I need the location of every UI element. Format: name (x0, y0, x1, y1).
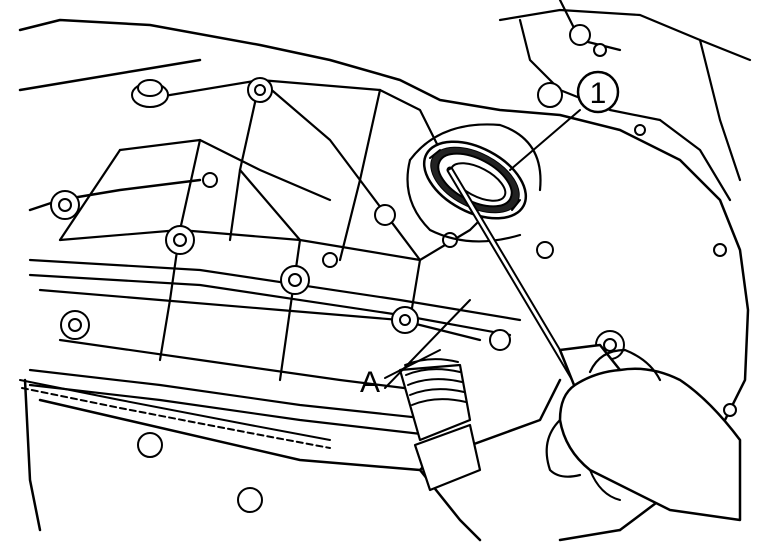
bolt-small-4 (536, 241, 554, 259)
leader-line-a-2 (384, 299, 471, 389)
leader-line-1 (509, 109, 581, 171)
bolt-heads (50, 24, 737, 513)
bolt-left-2 (165, 225, 195, 255)
bolt-left-1 (50, 190, 80, 220)
callout-a: A (360, 366, 380, 399)
bolt-right-1 (489, 329, 511, 351)
callout-1-label: 1 (590, 77, 607, 110)
bolt-small-8 (713, 243, 727, 257)
bolt-mid-1 (280, 265, 310, 295)
case-ribs (38, 78, 502, 392)
bolt-top-left (131, 79, 169, 108)
upper-housing (498, 0, 752, 202)
hand (545, 348, 742, 522)
bolt-small-2 (322, 252, 338, 268)
bolt-small-3 (374, 204, 396, 226)
bolt-small-6 (634, 124, 646, 136)
bolt-top-mid (247, 77, 273, 103)
leader-lines (384, 109, 581, 389)
bolt-top-far (569, 24, 607, 57)
bolt-mid-2 (391, 306, 419, 334)
bolt-top-right (537, 82, 563, 108)
callout-1: 1 (576, 70, 620, 114)
bolt-bottom-1 (137, 432, 163, 458)
gasket-edge (19, 379, 331, 449)
bolt-small-7 (723, 403, 737, 417)
bolt-small-1 (202, 172, 218, 188)
oil-seal (422, 140, 528, 220)
bolt-lower-left (60, 310, 90, 340)
callout-a-label: A (360, 366, 380, 399)
bolt-bottom-2 (237, 487, 263, 513)
leader-line-a-1 (384, 349, 441, 379)
